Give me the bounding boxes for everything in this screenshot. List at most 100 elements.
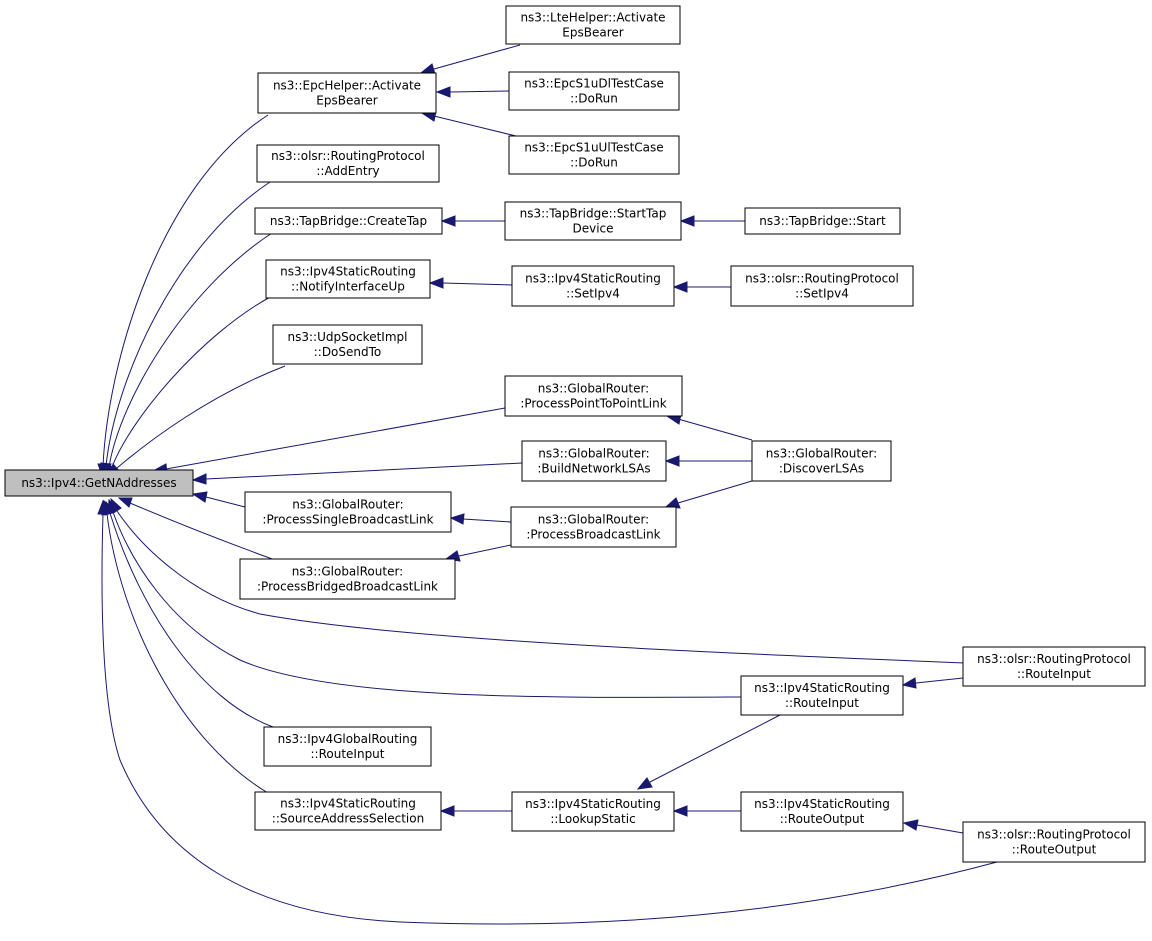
node-gr-bridged[interactable]: ns3::GlobalRouter::ProcessBridgedBroadca… (239, 558, 456, 600)
node-box (508, 135, 680, 175)
node-ipv4s-routeoutput[interactable]: ns3::Ipv4StaticRouting::RouteOutput (740, 791, 904, 832)
node-label-line: ns3::Ipv4StaticRouting (280, 797, 416, 811)
node-label-line: ns3::Ipv4StaticRouting (525, 272, 661, 286)
node-label-line: EpsBearer (316, 94, 377, 108)
node-label-line: ns3::EpcHelper::Activate (273, 79, 421, 93)
node-label-line: ns3::TapBridge::CreateTap (270, 214, 427, 228)
node-box (730, 265, 914, 307)
edge-ipv4s-routeinput-to-lookup (636, 714, 781, 790)
node-label-line: ::AddEntry (316, 164, 379, 178)
node-label-line: ns3::GlobalRouter: (766, 447, 877, 461)
node-box (265, 259, 431, 299)
edge-discover-to-p2p (665, 413, 753, 441)
node-label-line: Device (572, 222, 613, 236)
node-label-line: ::SetIpv4 (566, 287, 620, 301)
edge-olsr-routeinput-to-ipv4s-routeinput (901, 677, 964, 689)
node-label-line: ::RouteOutput (780, 812, 865, 826)
nodes-layer: ns3::Ipv4::GetNAddresses ns3::EpcHelper::… (4, 5, 1146, 863)
edge-olsr-routeoutput-to-root (97, 499, 998, 925)
node-label-line: :ProcessSingleBroadcastLink (262, 513, 433, 527)
node-ipv4s-setipv4[interactable]: ns3::Ipv4StaticRouting::SetIpv4 (511, 265, 675, 307)
edge-lookup-to-srcaddr (439, 805, 512, 817)
node-gr-discover[interactable]: ns3::GlobalRouter::DiscoverLSAs (751, 440, 892, 482)
node-gr-single[interactable]: ns3::GlobalRouter::ProcessSingleBroadcas… (244, 491, 452, 533)
node-label-line: ns3::olsr::RoutingProtocol (977, 828, 1131, 842)
node-box (256, 144, 440, 183)
node-label-line: ns3::Ipv4StaticRouting (525, 797, 661, 811)
node-label-line: :ProcessBridgedBroadcastLink (257, 580, 438, 594)
node-tap-start[interactable]: ns3::TapBridge::Start (744, 207, 901, 235)
edge-broadcast-to-bridged (444, 544, 512, 562)
node-label-line: ns3::GlobalRouter: (538, 382, 649, 396)
node-box (254, 207, 443, 235)
node-box (504, 201, 682, 241)
node-box (740, 791, 904, 832)
node-box (505, 5, 681, 45)
node-box (254, 791, 442, 831)
node-label-line: ns3::EpcS1uDlTestCase (524, 77, 664, 91)
node-label-line: ns3::Ipv4StaticRouting (280, 265, 416, 279)
node-box (504, 375, 683, 417)
node-label-line: ns3::GlobalRouter: (292, 565, 403, 579)
node-box (510, 506, 677, 548)
node-gr-broadcast[interactable]: ns3::GlobalRouter::ProcessBroadcastLink (510, 506, 677, 548)
node-gr-p2p[interactable]: ns3::GlobalRouter::ProcessPointToPointLi… (504, 375, 683, 417)
node-box (263, 726, 432, 767)
node-box (744, 207, 901, 235)
node-root[interactable]: ns3::Ipv4::GetNAddresses (4, 469, 194, 497)
node-label-line: ns3::olsr::RoutingProtocol (977, 652, 1131, 666)
node-ipv4s-routeinput[interactable]: ns3::Ipv4StaticRouting::RouteInput (740, 675, 904, 716)
node-box (740, 675, 904, 716)
node-label-line: ::DoSendTo (314, 345, 382, 359)
node-label-line: ::DoRun (570, 92, 618, 106)
edge-gr-bridged-to-root (117, 497, 276, 561)
node-label-line: EpsBearer (562, 26, 623, 40)
node-box (751, 440, 892, 482)
node-label-line: ns3::LteHelper::Activate (520, 11, 665, 25)
edge-tap-starttap-to-create (440, 215, 505, 227)
edge-gr-single-to-root (191, 491, 246, 508)
node-tap-create[interactable]: ns3::TapBridge::CreateTap (254, 207, 443, 235)
edge-ipv4s-setipv4-to-notify (428, 277, 513, 289)
node-ipv4s-srcaddr[interactable]: ns3::Ipv4StaticRouting::SourceAddressSel… (254, 791, 442, 831)
node-ipv4g-routeinput[interactable]: ns3::Ipv4GlobalRouting::RouteInput (263, 726, 432, 767)
node-olsr-addentry[interactable]: ns3::olsr::RoutingProtocol::AddEntry (256, 144, 440, 183)
edge-discover-to-buildnet (664, 455, 752, 467)
node-label-line: ::RouteInput (1017, 667, 1091, 681)
node-ipv4s-notify[interactable]: ns3::Ipv4StaticRouting::NotifyInterfaceU… (265, 259, 431, 299)
node-label-line: ns3::GlobalRouter: (538, 447, 649, 461)
node-olsr-routeoutput[interactable]: ns3::olsr::RoutingProtocol::RouteOutput (962, 821, 1146, 863)
node-box (511, 265, 675, 307)
node-label-line: ::RouteInput (311, 747, 385, 761)
node-ipv4s-lookup[interactable]: ns3::Ipv4StaticRouting::LookupStatic (511, 791, 675, 832)
node-box (962, 821, 1146, 863)
node-box (239, 558, 456, 600)
node-epc-dl[interactable]: ns3::EpcS1uDlTestCase::DoRun (508, 71, 680, 111)
node-label-line: ns3::Ipv4StaticRouting (754, 797, 890, 811)
node-label-line: ns3::GlobalRouter: (538, 513, 649, 527)
node-label-line: ns3::TapBridge::StartTap (520, 207, 667, 221)
edge-ipv4s-routeoutput-to-lookup (672, 805, 741, 817)
node-label-line: :DiscoverLSAs (779, 462, 864, 476)
edge-olsr-routeoutput-to-ipv4s-routeoutput (902, 819, 964, 834)
node-label-line: ::DoRun (570, 156, 618, 170)
edge-gr-p2p-to-root (151, 407, 506, 475)
edge-tap-create-to-root (103, 232, 273, 480)
node-label-line: ns3::UdpSocketImpl (288, 330, 408, 344)
edge-lte-activate-to-epc (419, 44, 521, 75)
node-box (521, 440, 667, 482)
node-olsr-routeinput[interactable]: ns3::olsr::RoutingProtocol::RouteInput (962, 646, 1146, 687)
node-olsr-setipv4[interactable]: ns3::olsr::RoutingProtocol::SetIpv4 (730, 265, 914, 307)
edge-epc-dl-to-epc (435, 86, 510, 98)
node-label-line: ns3::GlobalRouter: (292, 498, 403, 512)
node-gr-buildnet[interactable]: ns3::GlobalRouter::BuildNetworkLSAs (521, 440, 667, 482)
node-epc-ul[interactable]: ns3::EpcS1uUlTestCase::DoRun (508, 135, 680, 175)
edges-layer (97, 44, 998, 925)
node-udp-dosendto[interactable]: ns3::UdpSocketImpl::DoSendTo (272, 324, 423, 365)
node-box (508, 71, 680, 111)
node-label-line: ns3::TapBridge::Start (759, 214, 886, 228)
